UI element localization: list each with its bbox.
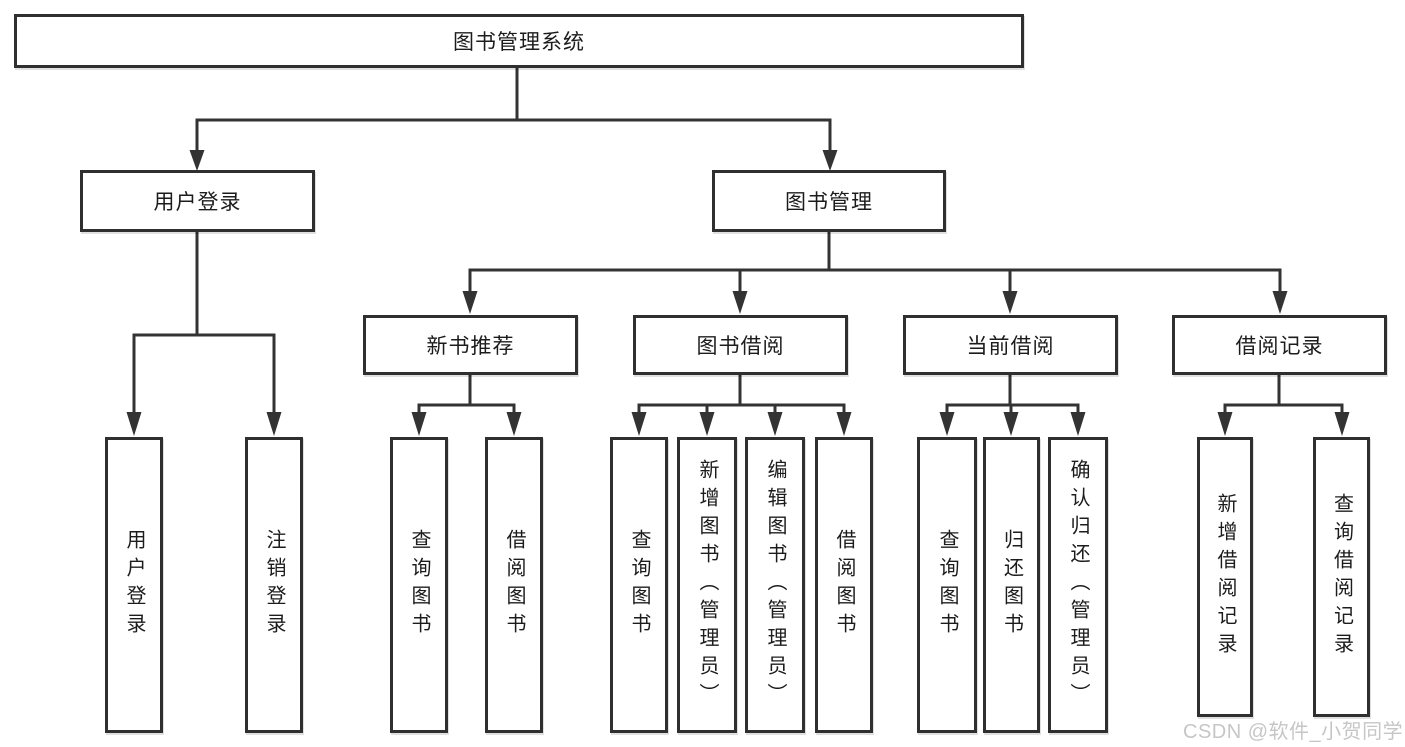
- leaf-add-books-admin: 新增图书（管理员）: [677, 437, 737, 733]
- leaf-query-borrow-record-label: 查询借阅记录: [1330, 493, 1353, 661]
- node-new-book-recommend: 新书推荐: [363, 315, 578, 375]
- node-borrow-records-label: 借阅记录: [1235, 335, 1324, 358]
- node-root-label: 图书管理系统: [453, 31, 585, 54]
- connector-user-login-to-leaves: [126, 230, 282, 436]
- leaf-edit-books-admin-label: 编辑图书（管理员）: [764, 459, 786, 711]
- leaf-query-books-borrow-label: 查询图书: [628, 529, 650, 641]
- leaf-query-books-borrow: 查询图书: [610, 437, 668, 733]
- node-root-system: 图书管理系统: [14, 14, 1024, 68]
- leaf-edit-books-admin: 编辑图书（管理员）: [745, 437, 805, 733]
- leaf-query-books-recommend: 查询图书: [390, 437, 448, 733]
- leaf-add-borrow-record-label: 新增借阅记录: [1214, 493, 1236, 661]
- leaf-query-borrow-record: 查询借阅记录: [1313, 437, 1370, 717]
- leaf-query-books-recommend-label: 查询图书: [408, 529, 430, 641]
- leaf-logout-login: 注销登录: [245, 437, 303, 733]
- node-book-borrow: 图书借阅: [633, 315, 848, 375]
- leaf-return-books-label: 归还图书: [1000, 529, 1023, 641]
- leaf-confirm-return-admin: 确认归还（管理员）: [1048, 437, 1108, 733]
- leaf-confirm-return-admin-label: 确认归还（管理员）: [1067, 459, 1089, 711]
- connector-root-to-level2: [189, 66, 838, 171]
- leaf-borrow-books-recommend: 借阅图书: [485, 437, 543, 733]
- node-current-borrow: 当前借阅: [903, 315, 1118, 375]
- leaf-add-borrow-record: 新增借阅记录: [1197, 437, 1253, 717]
- leaf-query-books-current: 查询图书: [917, 437, 977, 733]
- leaf-borrow-books-recommend-label: 借阅图书: [503, 529, 525, 641]
- node-borrow-records: 借阅记录: [1172, 315, 1387, 375]
- csdn-watermark: CSDN @软件_小贺同学: [1183, 721, 1404, 743]
- leaf-borrow-books: 借阅图书: [815, 437, 873, 733]
- node-current-borrow-label: 当前借阅: [966, 335, 1055, 358]
- leaf-borrow-books-label: 借阅图书: [833, 529, 855, 641]
- leaf-user-login: 用户登录: [105, 437, 163, 733]
- leaf-query-books-current-label: 查询图书: [936, 529, 958, 641]
- node-user-login: 用户登录: [80, 170, 315, 232]
- connector-current-borrow-to-leaves: [939, 373, 1086, 436]
- node-user-login-label: 用户登录: [153, 191, 242, 214]
- connector-borrow-records-to-leaves: [1217, 373, 1350, 436]
- node-book-management-label: 图书管理: [785, 191, 873, 214]
- leaf-logout-login-label: 注销登录: [263, 529, 285, 641]
- leaf-user-login-label: 用户登录: [123, 529, 145, 641]
- connector-book-management-to-level3: [462, 230, 1288, 314]
- leaf-return-books: 归还图书: [983, 437, 1040, 733]
- node-book-management: 图书管理: [712, 170, 946, 232]
- node-new-book-recommend-label: 新书推荐: [426, 335, 515, 358]
- node-book-borrow-label: 图书借阅: [696, 335, 785, 358]
- connector-new-book-to-leaves: [411, 373, 522, 436]
- leaf-add-books-admin-label: 新增图书（管理员）: [696, 459, 718, 711]
- connector-book-borrow-to-leaves: [631, 373, 852, 436]
